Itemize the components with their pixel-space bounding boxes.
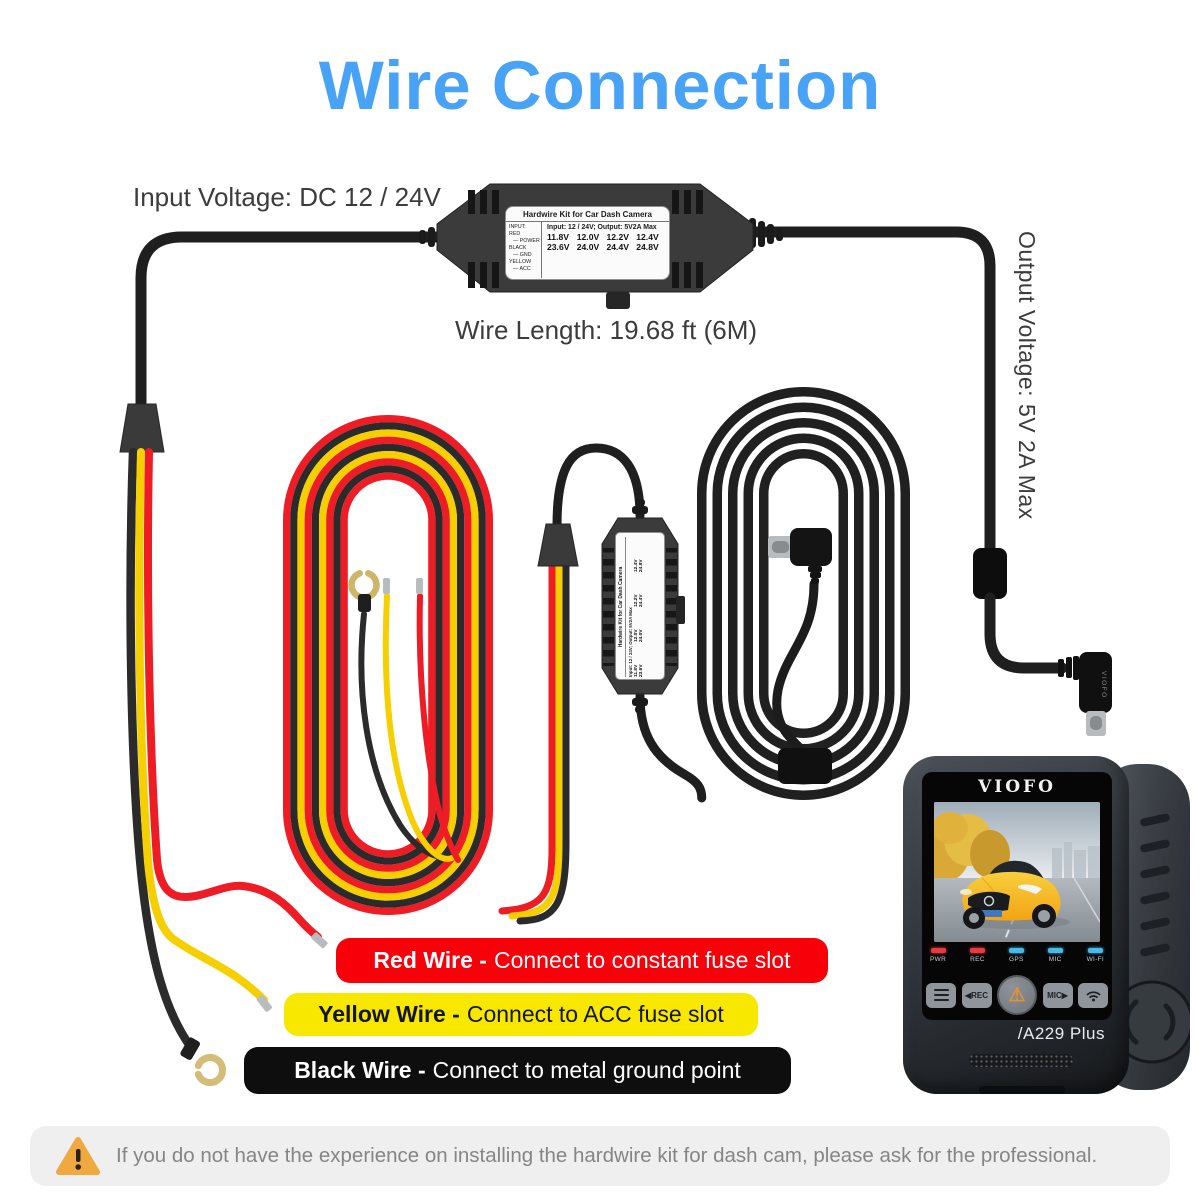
yellow-wire-tip [256,995,272,1012]
coil-fork-terminal [348,570,380,601]
mic-led: MIC [1047,948,1063,963]
kit-switch [606,292,630,309]
ground-fork-terminal [194,1054,227,1086]
dashcam-model: /A229 Plus [1017,1024,1105,1043]
gps-led: GPS [1008,948,1024,963]
mic-button[interactable]: MIC▶ [1042,982,1073,1008]
output-cable [746,226,1112,736]
yellow-sports-car [960,860,1061,929]
warning-triangle-icon: ⚠ [1008,984,1026,1006]
wire-coil [283,415,494,915]
warning-icon [56,1137,100,1175]
wifi-icon [1085,990,1101,1001]
output-voltage-label: Output Voltage: 5V 2A Max [1014,231,1040,520]
kit-label-pinout: INPUT: RED — POWER BLACK — GND YELLOW — … [506,222,542,278]
kit-label-title: Hardwire Kit for Car Dash Camera [506,207,669,222]
wire-length-label: Wire Length: 19.68 ft (6M) [455,315,758,345]
usb-plug-brand: VIOFO [1100,671,1107,699]
dashcam-brand: VIOFO [978,777,1056,797]
status-led-row: PWR REC GPS MIC WI-FI [930,948,1104,963]
dashcam-button-row: ◀REC ⚠ MIC▶ [924,972,1110,1018]
red-wire-callout: Red Wire -Connect to constant fuse slot [336,938,828,983]
coil-splitter-boot [537,523,579,567]
rec-led: REC [969,948,985,963]
mini-kit-switch [676,596,685,624]
usb-cable-coil [697,387,910,800]
input-voltage-label: Input Voltage: DC 12 / 24V [133,182,441,212]
ferrite-bead [973,548,1007,599]
usb-c-plug-body [1079,652,1112,713]
dashcam-screen [934,802,1100,942]
black-wire-callout: Black Wire -Connect to metal ground poin… [244,1047,791,1094]
emergency-lock-button[interactable]: ⚠ [997,975,1037,1015]
dashcam-bezel: VIOFO [922,772,1112,1020]
disclaimer-text: If you do not have the experience on ins… [116,1144,1098,1167]
cable-clip [778,748,832,784]
dashcam-speaker-grille [969,1054,1073,1067]
page-title: Wire Connection [318,47,882,124]
input-cable [119,231,476,1086]
coil-inner-terminals [348,570,461,863]
black-wire-crimp [180,1037,200,1060]
pwr-led: PWR [930,948,946,963]
dashcam-a229-plus: VIOFO [900,748,1192,1096]
red-wire-tip [311,932,328,949]
yellow-wire-callout: Yellow Wire -Connect to ACC fuse slot [284,993,758,1036]
disclaimer-bar: If you do not have the experience on ins… [30,1126,1170,1186]
yellow-wire [135,448,268,1004]
menu-button[interactable] [926,982,956,1008]
coil-feed-bundle [498,560,570,925]
mini-kit-output-cable [635,691,707,803]
hardwire-kit-label: Hardwire Kit for Car Dash Camera INPUT: … [505,206,670,280]
rec-button[interactable]: ◀REC [961,982,992,1008]
wifi-led: WI-FI [1087,948,1104,963]
mini-kit-input-cable [552,443,645,531]
black-wire [126,447,195,1051]
coiled-usb-plug [768,528,832,784]
mini-hardwire-kit-label: Hardwire Kit for Car Dash Camera Input: … [615,532,665,680]
wifi-button[interactable] [1078,982,1108,1008]
dashcam-front: VIOFO [903,756,1129,1094]
screen-scene-car [934,802,1100,942]
hamburger-icon [933,988,949,992]
cable-splitter-boot [119,403,165,453]
dashcam-bottom-slot [979,1086,1065,1094]
red-wire [143,448,322,941]
